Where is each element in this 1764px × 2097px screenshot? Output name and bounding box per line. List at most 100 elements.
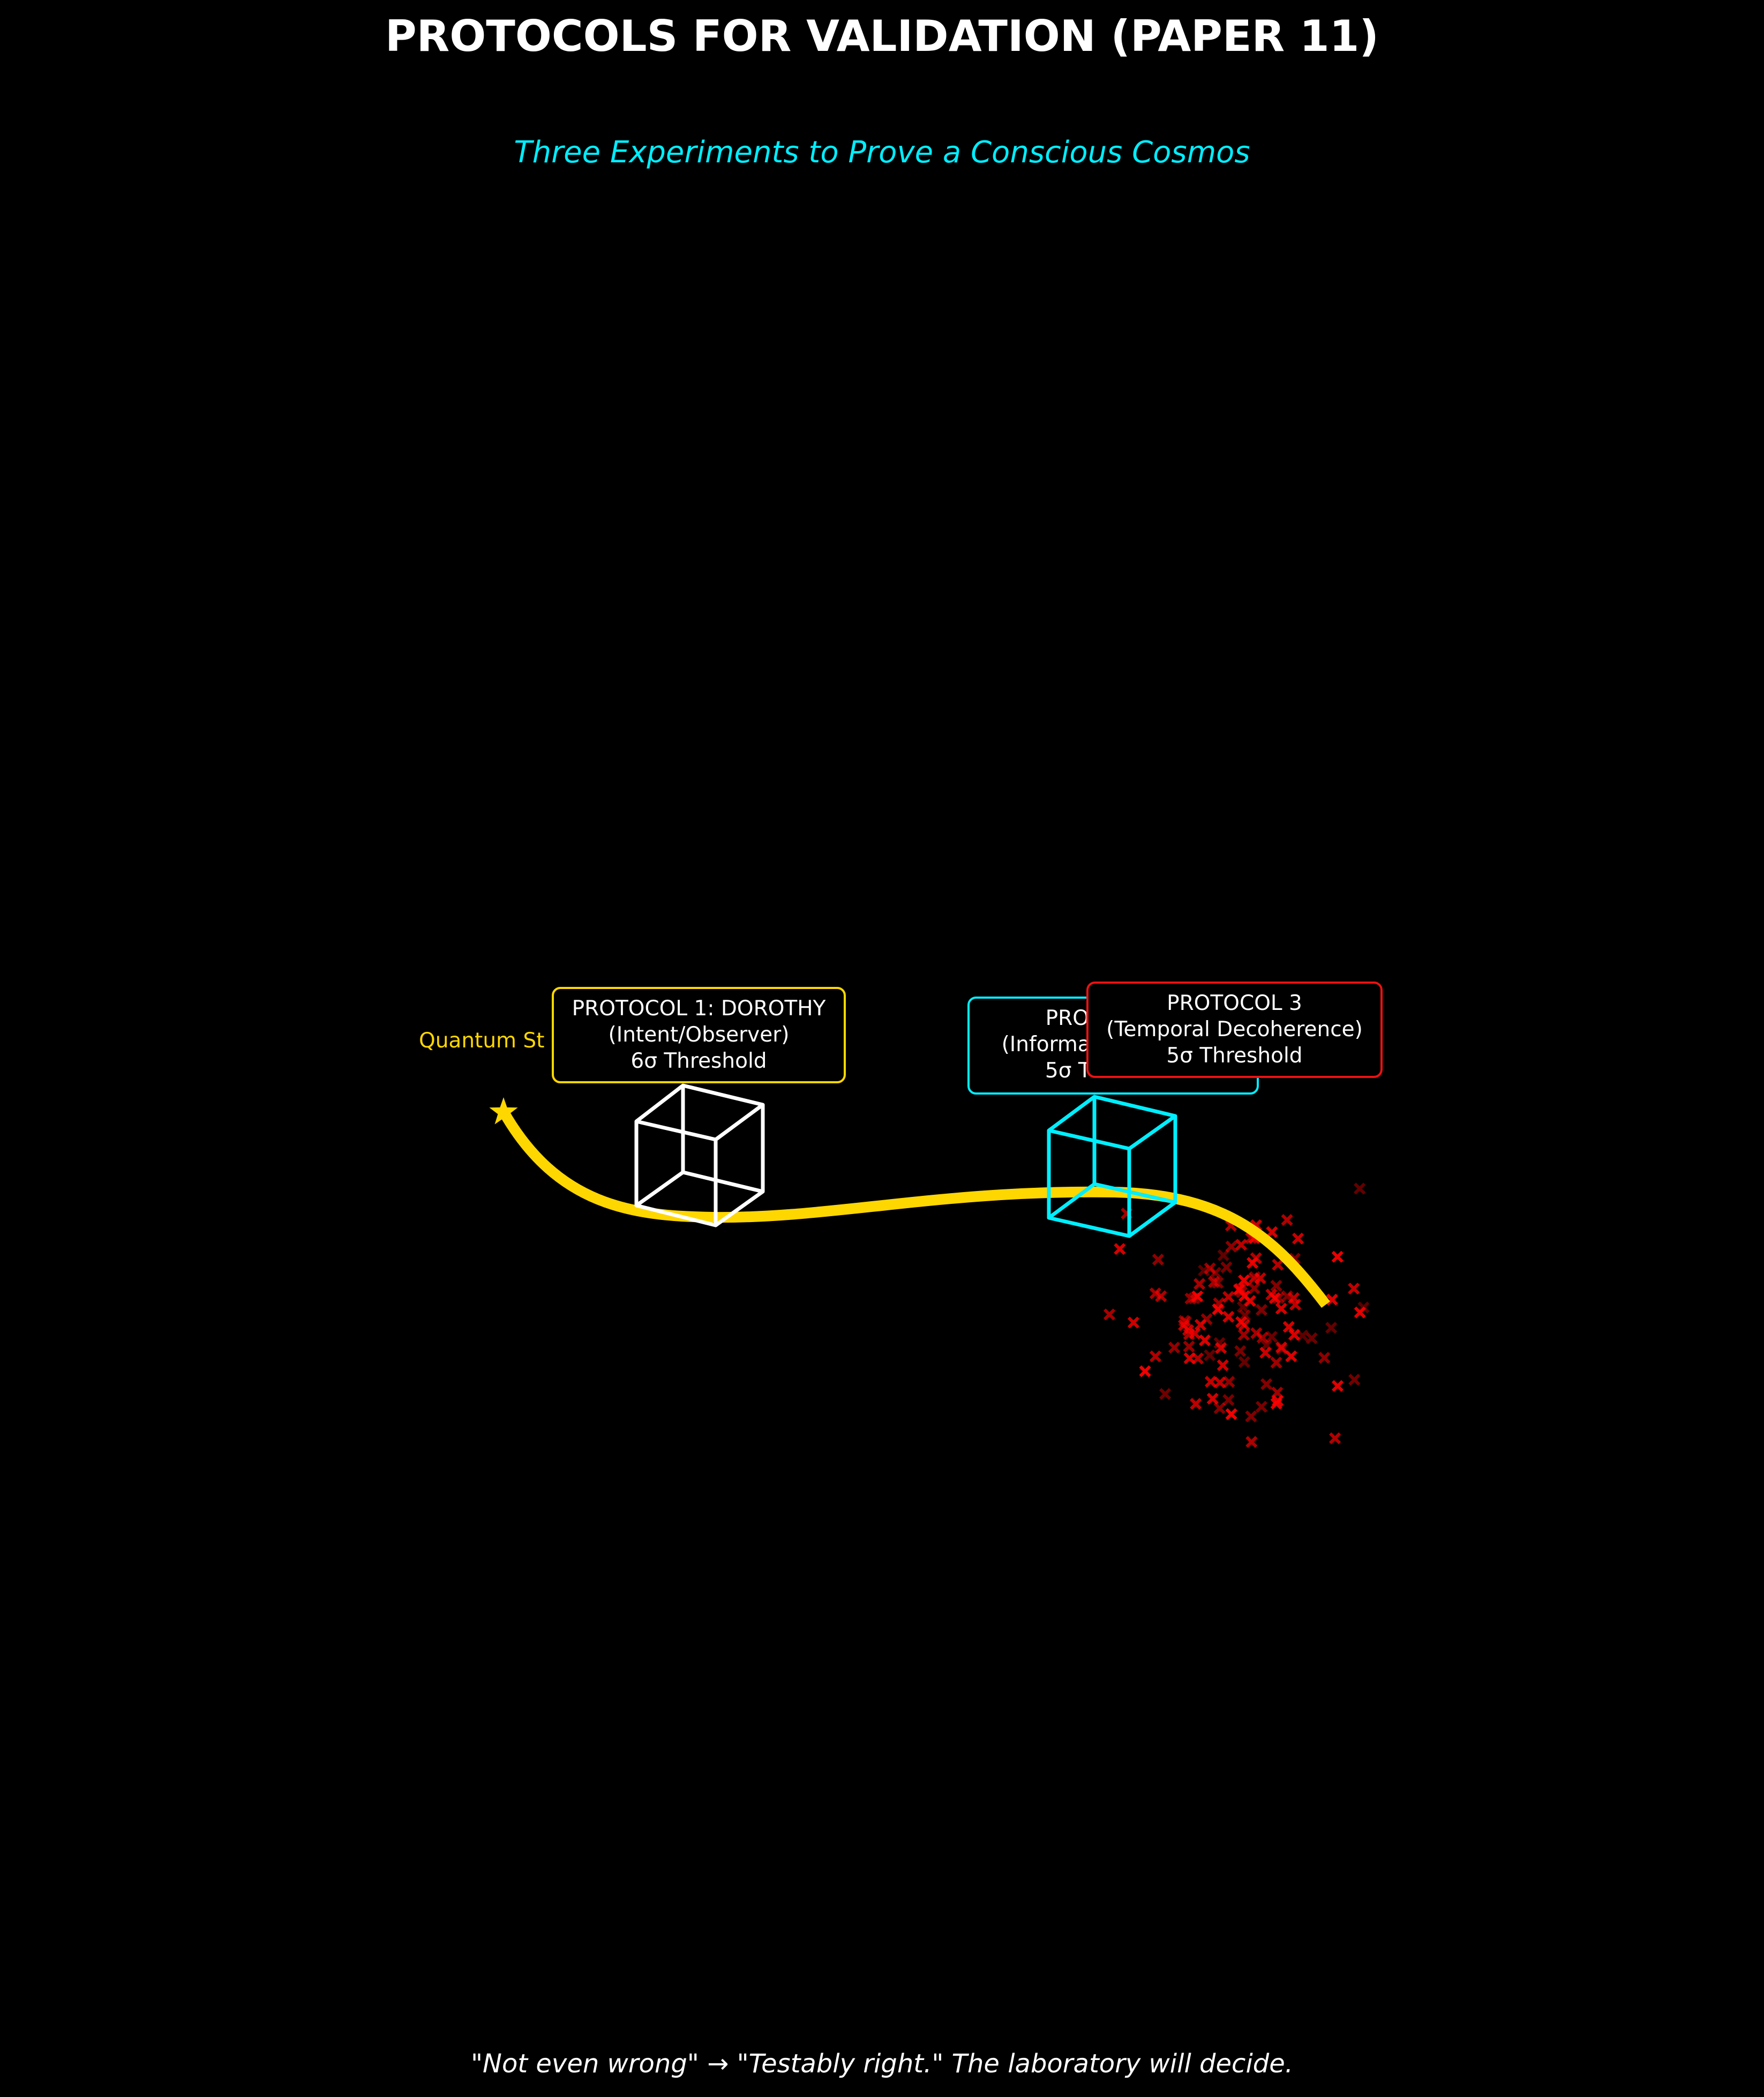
scatter-x-icon bbox=[1354, 1182, 1366, 1195]
scatter-x-icon bbox=[1204, 1262, 1216, 1275]
scatter-x-icon bbox=[1139, 1365, 1151, 1377]
protocol-1-subtitle: (Intent/Observer) bbox=[608, 1023, 790, 1047]
scatter-x-icon bbox=[1238, 1356, 1250, 1368]
scatter-x-icon bbox=[1204, 1375, 1217, 1388]
scatter-x-icon bbox=[1326, 1293, 1338, 1306]
scatter-x-icon bbox=[1234, 1345, 1247, 1357]
scatter-x-icon bbox=[1234, 1283, 1247, 1295]
scatter-x-icon bbox=[1199, 1334, 1211, 1346]
scatter-x-icon bbox=[1254, 1272, 1266, 1284]
scatter-x-icon bbox=[1220, 1261, 1233, 1274]
protocol-1-box: PROTOCOL 1: DOROTHY (Intent/Observer) 6σ… bbox=[552, 987, 846, 1083]
scatter-x-icon bbox=[1159, 1388, 1172, 1400]
scatter-x-icon bbox=[1184, 1292, 1197, 1305]
scatter-x-icon bbox=[1265, 1289, 1278, 1301]
scatter-x-icon bbox=[1222, 1310, 1235, 1323]
protocol-1-threshold: 6σ Threshold bbox=[630, 1049, 767, 1073]
scatter-x-icon bbox=[1222, 1394, 1235, 1406]
scatter-x-icon bbox=[1183, 1352, 1196, 1365]
footer-quote: "Not even wrong" → "Testably right." The… bbox=[470, 2049, 1294, 2079]
scatter-x-icon bbox=[1214, 1376, 1226, 1389]
protocol-3-title: PROTOCOL 3 bbox=[1167, 991, 1302, 1015]
scatter-x-icon bbox=[1223, 1376, 1235, 1388]
protocol-2-cube-icon bbox=[1047, 1095, 1177, 1238]
scatter-x-icon bbox=[1213, 1297, 1225, 1309]
scatter-x-icon bbox=[1237, 1329, 1250, 1341]
scatter-x-icon bbox=[1103, 1308, 1116, 1321]
scatter-x-icon bbox=[1198, 1264, 1210, 1277]
scatter-x-icon bbox=[1272, 1259, 1284, 1271]
scatter-x-icon bbox=[1292, 1232, 1304, 1245]
scatter-x-icon bbox=[1275, 1341, 1288, 1354]
scatter-x-icon bbox=[1272, 1292, 1285, 1304]
scatter-x-icon bbox=[1188, 1292, 1200, 1305]
scatter-x-icon bbox=[1244, 1295, 1256, 1307]
protocol-1-cube-icon bbox=[634, 1083, 765, 1227]
scatter-x-icon bbox=[1259, 1346, 1272, 1359]
scatter-x-icon bbox=[1245, 1410, 1257, 1422]
scatter-x-icon bbox=[1348, 1283, 1360, 1295]
scatter-x-icon bbox=[1225, 1408, 1237, 1420]
scatter-x-icon bbox=[1217, 1359, 1229, 1372]
scatter-x-icon bbox=[1155, 1290, 1167, 1302]
scatter-x-icon bbox=[1189, 1327, 1201, 1340]
scatter-x-icon bbox=[1235, 1239, 1248, 1251]
scatter-x-icon bbox=[1354, 1306, 1366, 1319]
scatter-x-icon bbox=[1183, 1340, 1195, 1353]
scatter-x-icon bbox=[1222, 1291, 1235, 1303]
quantum-start-label: Quantum St bbox=[419, 1029, 545, 1053]
page-subtitle: Three Experiments to Prove a Conscious C… bbox=[514, 135, 1250, 170]
scatter-x-icon bbox=[1255, 1401, 1268, 1413]
scatter-x-icon bbox=[1285, 1350, 1297, 1362]
scatter-x-icon bbox=[1217, 1249, 1229, 1262]
scatter-x-icon bbox=[1213, 1402, 1226, 1414]
scatter-x-icon bbox=[1318, 1352, 1331, 1364]
scatter-x-icon bbox=[1168, 1342, 1181, 1354]
scatter-x-icon bbox=[1207, 1276, 1220, 1288]
scatter-x-icon bbox=[1238, 1319, 1250, 1331]
scatter-x-icon bbox=[1256, 1331, 1268, 1344]
scatter-x-icon bbox=[1209, 1267, 1222, 1279]
scatter-x-icon bbox=[1287, 1292, 1300, 1304]
scatter-x-icon bbox=[1275, 1302, 1287, 1315]
scatter-x-icon bbox=[1255, 1304, 1268, 1316]
scatter-x-icon bbox=[1239, 1309, 1251, 1322]
scatter-x-icon bbox=[1149, 1350, 1162, 1362]
scatter-x-icon bbox=[1288, 1329, 1301, 1341]
scatter-x-icon bbox=[1270, 1279, 1282, 1292]
protocol-3-threshold: 5σ Threshold bbox=[1166, 1044, 1303, 1068]
scatter-x-icon bbox=[1260, 1378, 1273, 1390]
scatter-x-icon bbox=[1245, 1436, 1258, 1448]
scatter-x-icon bbox=[1238, 1274, 1250, 1287]
scatter-x-icon bbox=[1282, 1321, 1295, 1333]
protocol-1-title: PROTOCOL 1: DOROTHY bbox=[572, 997, 826, 1021]
scatter-x-icon bbox=[1193, 1278, 1206, 1290]
scatter-x-icon bbox=[1206, 1392, 1219, 1405]
scatter-x-icon bbox=[1250, 1252, 1262, 1264]
scatter-x-icon bbox=[1190, 1398, 1202, 1410]
scatter-x-icon bbox=[1270, 1357, 1282, 1369]
scatter-x-icon bbox=[1270, 1397, 1282, 1410]
page-title: PROTOCOLS FOR VALIDATION (PAPER 11) bbox=[385, 11, 1379, 61]
scatter-x-icon bbox=[1329, 1432, 1341, 1444]
quantum-start-star-icon bbox=[489, 1097, 518, 1125]
scatter-x-icon bbox=[1127, 1316, 1140, 1329]
scatter-x-icon bbox=[1265, 1331, 1278, 1343]
scatter-x-icon bbox=[1204, 1349, 1216, 1361]
scatter-x-icon bbox=[1305, 1332, 1318, 1344]
scatter-x-icon bbox=[1348, 1374, 1361, 1386]
scatter-x-icon bbox=[1325, 1322, 1338, 1334]
scatter-x-icon bbox=[1266, 1226, 1278, 1238]
scatter-x-icon bbox=[1281, 1214, 1293, 1226]
scatter-x-icon bbox=[1182, 1324, 1195, 1336]
scatter-x-icon bbox=[1152, 1253, 1164, 1266]
protocol-3-subtitle: (Temporal Decoherence) bbox=[1106, 1017, 1363, 1042]
scatter-x-icon bbox=[1275, 1343, 1288, 1355]
scatter-x-icon bbox=[1248, 1282, 1260, 1294]
quantum-path bbox=[499, 1109, 1330, 1308]
scatter-x-icon bbox=[1114, 1243, 1126, 1255]
protocol-3-box: PROTOCOL 3 (Temporal Decoherence) 5σ Thr… bbox=[1086, 982, 1383, 1078]
scatter-x-icon bbox=[1331, 1380, 1344, 1392]
scatter-x-icon bbox=[1225, 1240, 1237, 1253]
